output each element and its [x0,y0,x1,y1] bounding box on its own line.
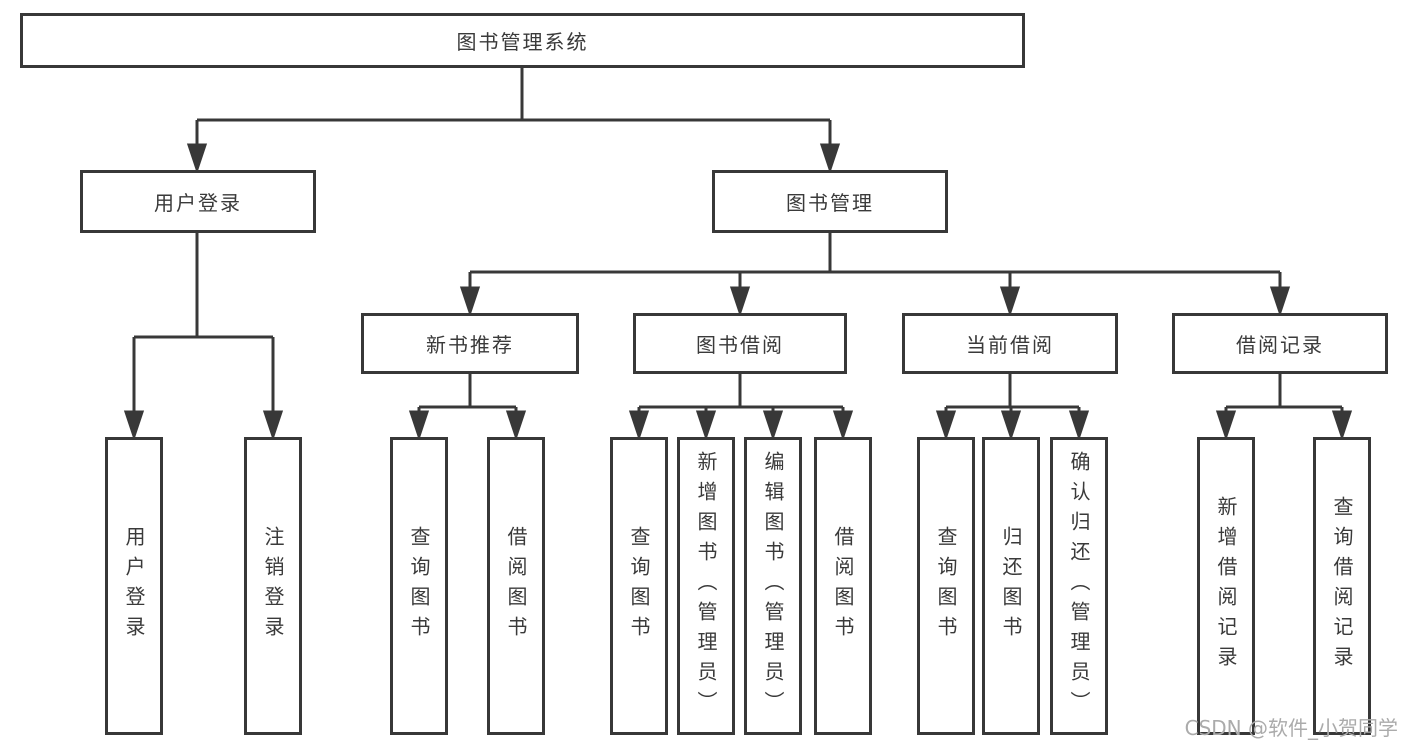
node-book-management: 图书管理 [712,170,948,233]
leaf-return-book-label: 归还图书 [999,526,1023,646]
node-current-borrow-label: 当前借阅 [966,333,1054,357]
leaf-edit-book-admin: 编辑图书（管理员） [744,437,802,735]
leaf-query-book-borrow: 查询图书 [610,437,668,735]
node-book-borrow-label: 图书借阅 [696,333,784,357]
leaf-borrow-book-recommend: 借阅图书 [487,437,545,735]
leaf-user-login-label: 用户登录 [122,526,146,646]
leaf-query-book-borrow-label: 查询图书 [627,526,651,646]
leaf-add-borrow-record: 新增借阅记录 [1197,437,1255,735]
leaf-edit-book-admin-label: 编辑图书（管理员） [761,451,785,721]
leaf-confirm-return-admin: 确认归还（管理员） [1050,437,1108,735]
node-new-book-recommend: 新书推荐 [361,313,579,374]
node-borrow-records-label: 借阅记录 [1236,333,1324,357]
leaf-return-book: 归还图书 [982,437,1040,735]
node-borrow-records: 借阅记录 [1172,313,1388,374]
leaf-logout-label: 注销登录 [261,526,285,646]
leaf-borrow-book-label: 借阅图书 [831,526,855,646]
leaf-query-borrow-record-label: 查询借阅记录 [1330,496,1354,676]
node-user-login-label: 用户登录 [154,191,242,215]
node-book-management-label: 图书管理 [786,191,874,215]
csdn-watermark: CSDN @软件_小贺同学 [1184,716,1398,740]
node-book-borrow: 图书借阅 [633,313,847,374]
node-new-book-recommend-label: 新书推荐 [426,333,514,357]
leaf-borrow-book-recommend-label: 借阅图书 [504,526,528,646]
node-user-login: 用户登录 [80,170,316,233]
leaf-add-borrow-record-label: 新增借阅记录 [1214,496,1238,676]
leaf-query-book-recommend-label: 查询图书 [407,526,431,646]
node-current-borrow: 当前借阅 [902,313,1118,374]
node-root: 图书管理系统 [20,13,1025,68]
leaf-query-book-current-label: 查询图书 [934,526,958,646]
leaf-add-book-admin-label: 新增图书（管理员） [694,451,718,721]
leaf-query-book-recommend: 查询图书 [390,437,448,735]
leaf-user-login: 用户登录 [105,437,163,735]
leaf-query-book-current: 查询图书 [917,437,975,735]
leaf-add-book-admin: 新增图书（管理员） [677,437,735,735]
leaf-logout: 注销登录 [244,437,302,735]
leaf-borrow-book: 借阅图书 [814,437,872,735]
leaf-confirm-return-admin-label: 确认归还（管理员） [1067,451,1091,721]
node-root-label: 图书管理系统 [456,30,589,54]
leaf-query-borrow-record: 查询借阅记录 [1313,437,1371,735]
